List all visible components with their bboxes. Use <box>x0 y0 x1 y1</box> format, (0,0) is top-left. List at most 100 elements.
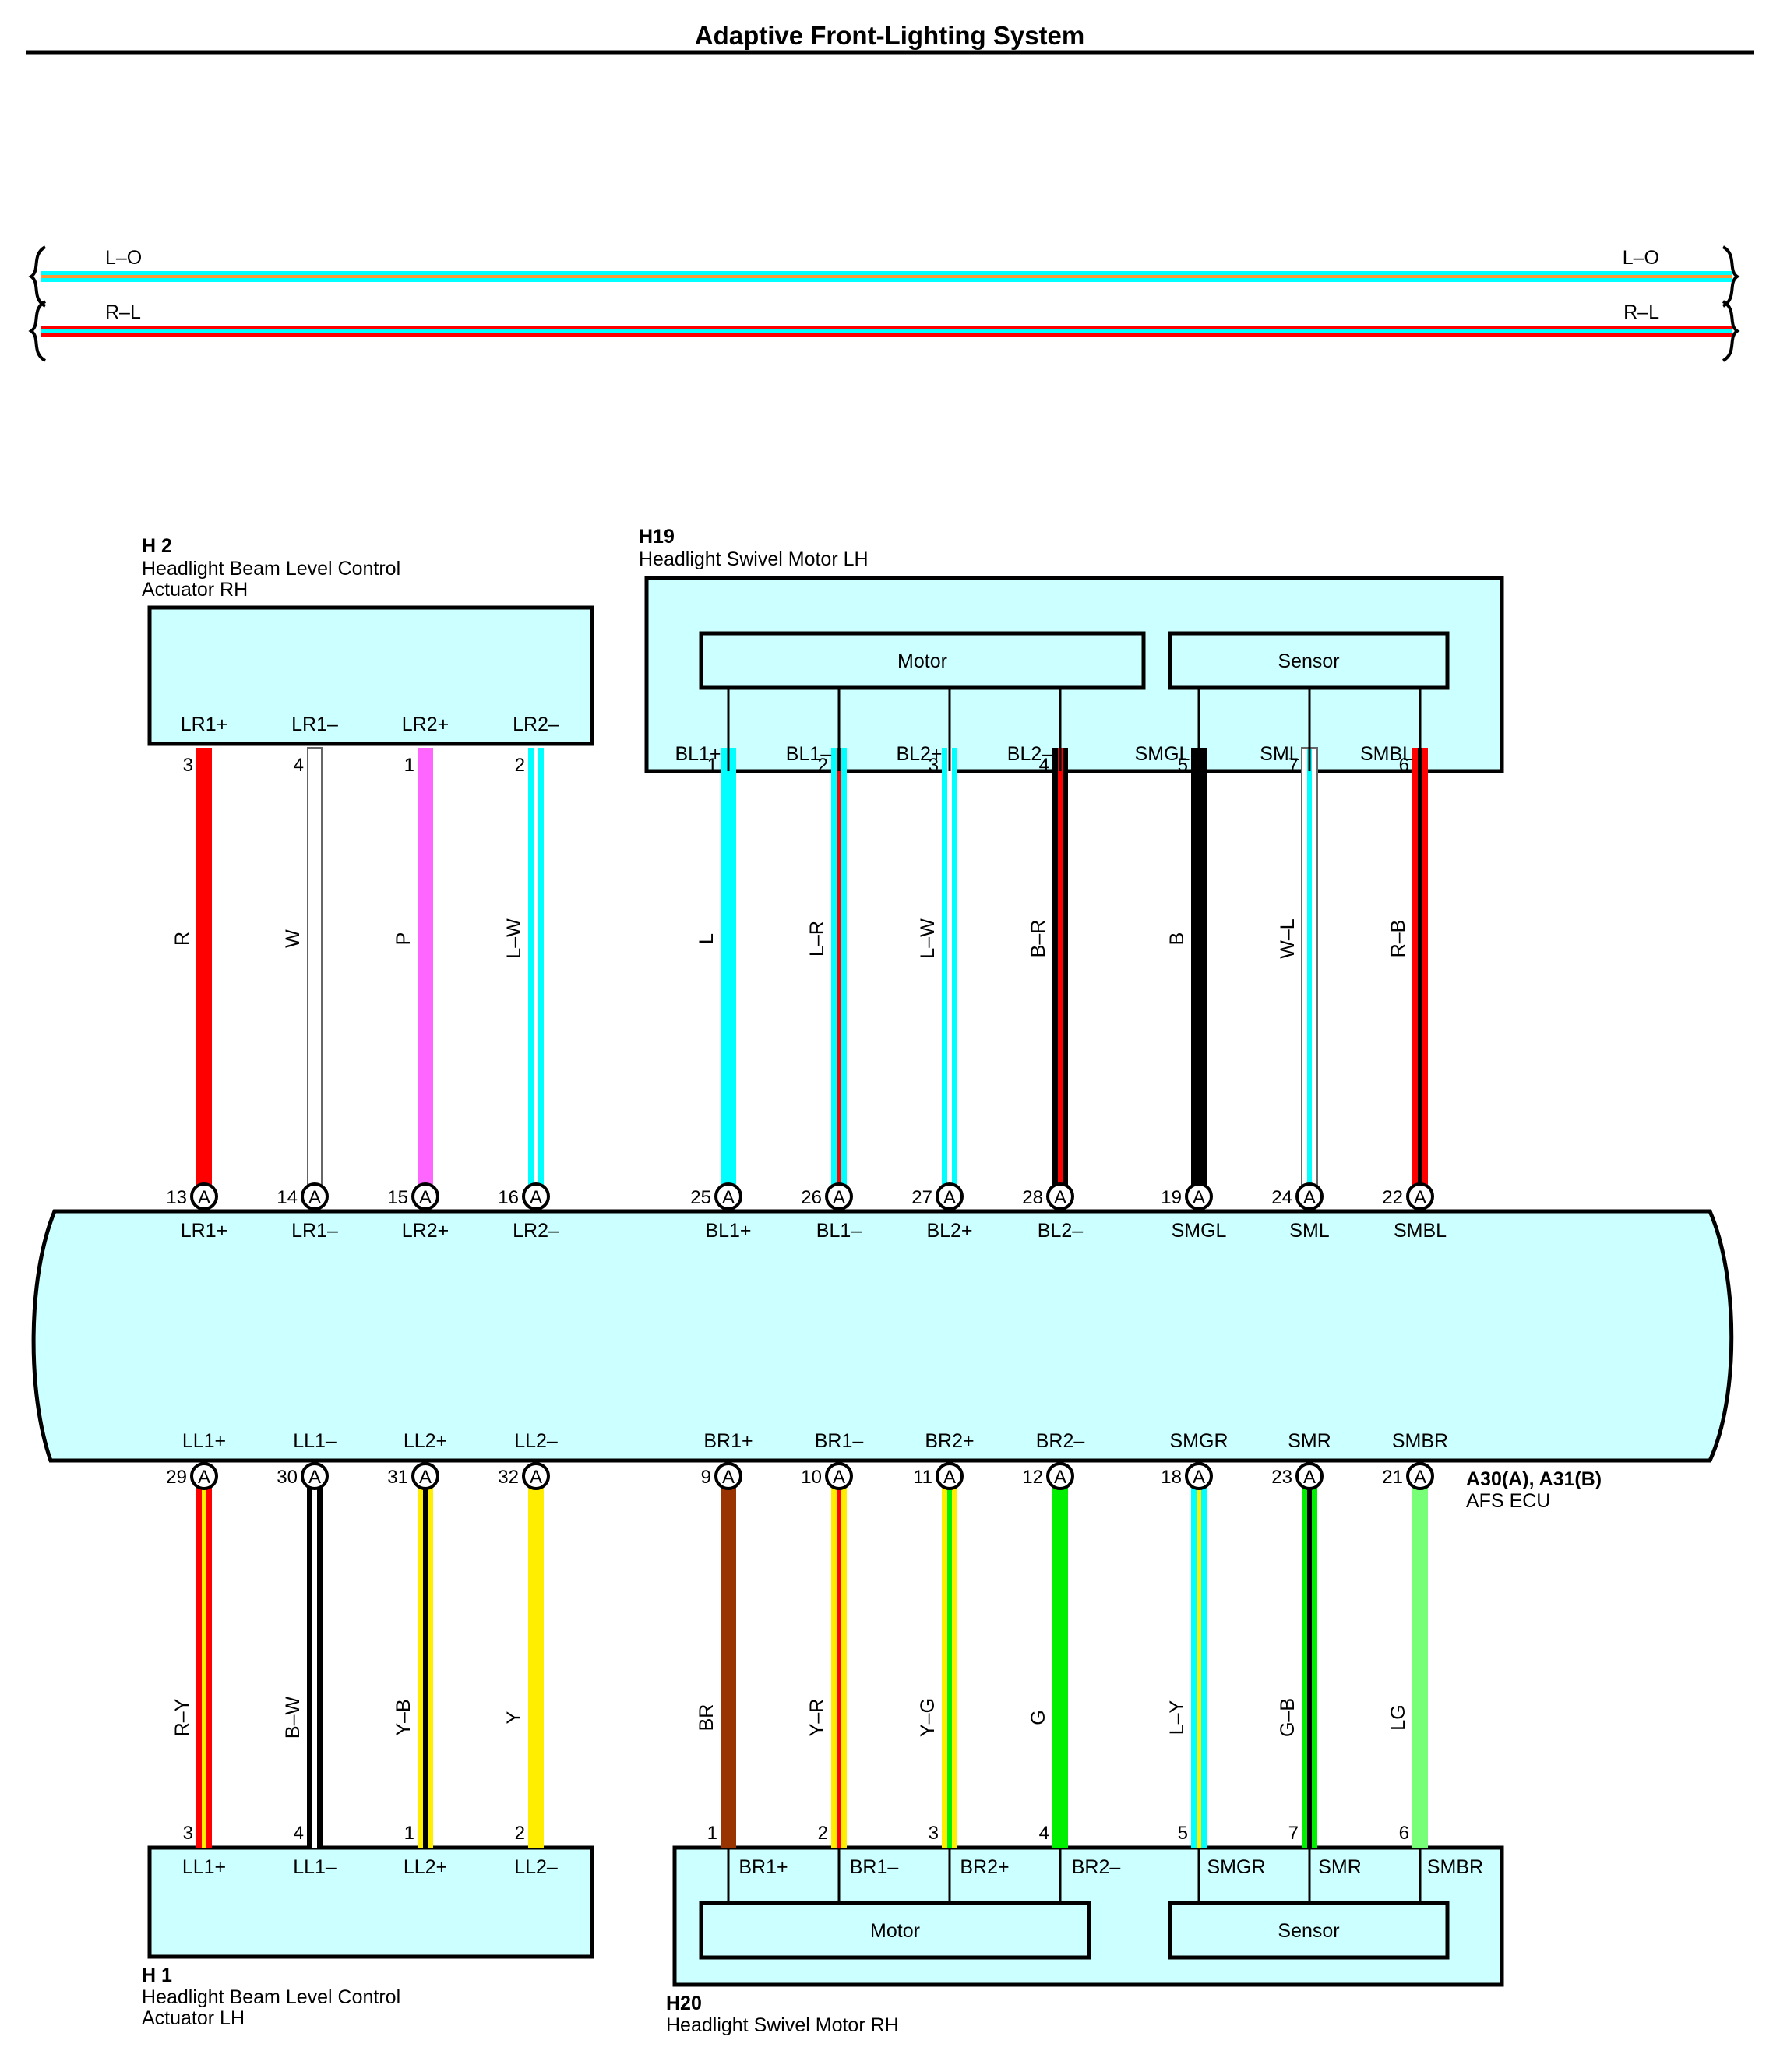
h19-sensor-label: Sensor <box>1278 650 1339 672</box>
bottom-wire-ecu-pin: 9 <box>701 1467 711 1488</box>
top-wire-comp-pin: 3 <box>929 755 939 776</box>
top-wire-ecu-pin: 24 <box>1271 1187 1292 1208</box>
top-wire-comp-pin: 2 <box>515 755 525 776</box>
bottom-wire-6-stripe <box>837 1487 841 1848</box>
top-wire-color-code: R–B <box>1387 920 1409 958</box>
top-wire-ecu-terminal: SMGL <box>1172 1220 1227 1242</box>
bottom-wire-ecu-pin: 11 <box>913 1467 932 1488</box>
bottom-wire-ecu-terminal: BR1– <box>815 1430 864 1452</box>
top-wire-7-stripe <box>947 748 952 1186</box>
bottom-wire-9-stripe <box>1197 1487 1201 1848</box>
h20-terminal-label: SMGR <box>1207 1856 1266 1878</box>
top-wire-ecu-pin: 27 <box>911 1187 932 1208</box>
top-wire-ecu-terminal: SML <box>1289 1220 1330 1242</box>
bottom-wire-comp-pin: 4 <box>1039 1823 1049 1844</box>
bottom-wire-comp-pin: 2 <box>818 1823 828 1844</box>
bottom-wire-ecu-connector-letter: A <box>722 1467 735 1488</box>
h20-sensor-label: Sensor <box>1278 1920 1339 1942</box>
h1-terminal-label: LL2+ <box>404 1856 447 1878</box>
h19-sensor-block <box>1168 631 1450 690</box>
bottom-wire-comp-pin: 3 <box>183 1823 193 1844</box>
bottom-wire-ecu-terminal: SMGR <box>1170 1430 1228 1452</box>
h20-terminal-label: BR2+ <box>960 1856 1009 1878</box>
bottom-wire-ecu-pin: 12 <box>1022 1467 1043 1488</box>
bottom-wire-color-code: Y <box>503 1711 525 1724</box>
h2-terminal-label: LR2– <box>513 714 559 735</box>
top-wire-ecu-terminal: BL2+ <box>926 1220 972 1242</box>
bottom-wire-ecu-terminal: LL1+ <box>182 1430 226 1452</box>
bottom-wire-color-code: BR <box>696 1704 717 1732</box>
top-wire-color-code: L–W <box>917 918 939 959</box>
bottom-wire-ecu-connector-letter: A <box>419 1467 432 1488</box>
bottom-wire-ecu-connector <box>825 1462 853 1490</box>
bottom-wire-5 <box>721 1487 736 1848</box>
top-wire-comp-pin: 2 <box>818 755 828 776</box>
bottom-wire-ecu-terminal: LL1– <box>293 1430 337 1452</box>
h20-motor-label: Motor <box>870 1920 920 1942</box>
bottom-wire-ecu-connector <box>1295 1462 1324 1490</box>
bottom-wire-color-code: LG <box>1387 1704 1409 1730</box>
top-wire-ecu-connector <box>522 1182 550 1210</box>
top-wire-color-code: W <box>282 929 304 948</box>
h20-sensor-block <box>1168 1901 1450 1960</box>
h19-terminal-label: BL1– <box>786 743 831 765</box>
top-wire-ecu-pin: 16 <box>498 1187 519 1208</box>
h2-terminal-label: LR1+ <box>181 714 227 735</box>
bottom-wire-ecu-pin: 21 <box>1382 1467 1403 1488</box>
bottom-wire-1-stripe <box>202 1487 206 1848</box>
bus-wire-1-main-top <box>41 271 1732 275</box>
top-wire-comp-pin: 1 <box>404 755 414 776</box>
top-wire-ecu-connector <box>714 1182 742 1210</box>
bus-wire-1-left-end <box>28 245 47 308</box>
bottom-wire-ecu-pin: 18 <box>1161 1467 1182 1488</box>
top-wire-ecu-pin: 25 <box>690 1187 711 1208</box>
top-wire-comp-pin: 4 <box>294 755 304 776</box>
top-wire-ecu-connector <box>190 1182 218 1210</box>
h1-actuator-box <box>147 1845 594 1959</box>
bottom-wire-color-code: Y–R <box>806 1699 828 1737</box>
bottom-wire-ecu-connector <box>301 1462 329 1490</box>
bottom-wire-ecu-pin: 31 <box>387 1467 408 1488</box>
top-wire-comp-pin: 1 <box>707 755 717 776</box>
h2-terminal-label: LR2+ <box>402 714 449 735</box>
bottom-wire-ecu-connector-letter: A <box>530 1467 542 1488</box>
top-wire-5 <box>721 748 736 1186</box>
bus-wire-label-right: L–O <box>1623 247 1659 269</box>
top-wire-ecu-connector <box>1295 1182 1324 1210</box>
h19-motor-label: Motor <box>897 650 947 672</box>
bottom-wire-color-code: Y–B <box>393 1699 414 1735</box>
bottom-wire-ecu-connector <box>1406 1462 1434 1490</box>
bottom-wire-ecu-terminal: SMBR <box>1392 1430 1448 1452</box>
top-wire-ecu-connector-letter: A <box>833 1187 845 1208</box>
top-wire-9 <box>1191 748 1207 1186</box>
top-wire-10-stripe <box>1307 748 1312 1186</box>
h1-name-line2: Actuator LH <box>142 2007 245 2029</box>
bottom-wire-ecu-connector <box>411 1462 439 1490</box>
ecu-code: A30(A), A31(B) <box>1466 1468 1602 1490</box>
bottom-wire-comp-pin: 6 <box>1399 1823 1409 1844</box>
top-wire-comp-pin: 5 <box>1178 755 1188 776</box>
bottom-wire-11 <box>1412 1487 1428 1848</box>
top-wire-comp-pin: 4 <box>1039 755 1049 776</box>
top-wire-color-code: L <box>696 933 717 944</box>
bottom-wire-comp-pin: 7 <box>1288 1823 1299 1844</box>
bottom-wire-ecu-connector-letter: A <box>833 1467 845 1488</box>
h1-terminal-label: LL1+ <box>182 1856 226 1878</box>
top-wire-ecu-terminal: LR1– <box>291 1220 338 1242</box>
top-wire-6-stripe <box>837 748 841 1186</box>
top-wire-ecu-connector-letter: A <box>530 1187 542 1208</box>
bus-wire-2-right-end <box>1722 300 1740 362</box>
h1-terminal-label: LL1– <box>293 1856 337 1878</box>
bottom-wire-7-stripe <box>947 1487 952 1848</box>
h19-terminal-label: BL2+ <box>896 743 942 765</box>
bottom-wire-color-code: G–B <box>1277 1698 1299 1737</box>
top-wire-2 <box>307 747 323 1186</box>
top-wire-ecu-pin: 26 <box>801 1187 822 1208</box>
top-wire-ecu-terminal: LR1+ <box>181 1220 227 1242</box>
bottom-wire-comp-pin: 1 <box>404 1823 414 1844</box>
bottom-wire-color-code: Y–G <box>917 1698 939 1737</box>
bottom-wire-ecu-connector-letter: A <box>1414 1467 1426 1488</box>
top-wire-ecu-connector-letter: A <box>198 1187 210 1208</box>
h19-terminal-label: SMBL <box>1360 743 1413 765</box>
